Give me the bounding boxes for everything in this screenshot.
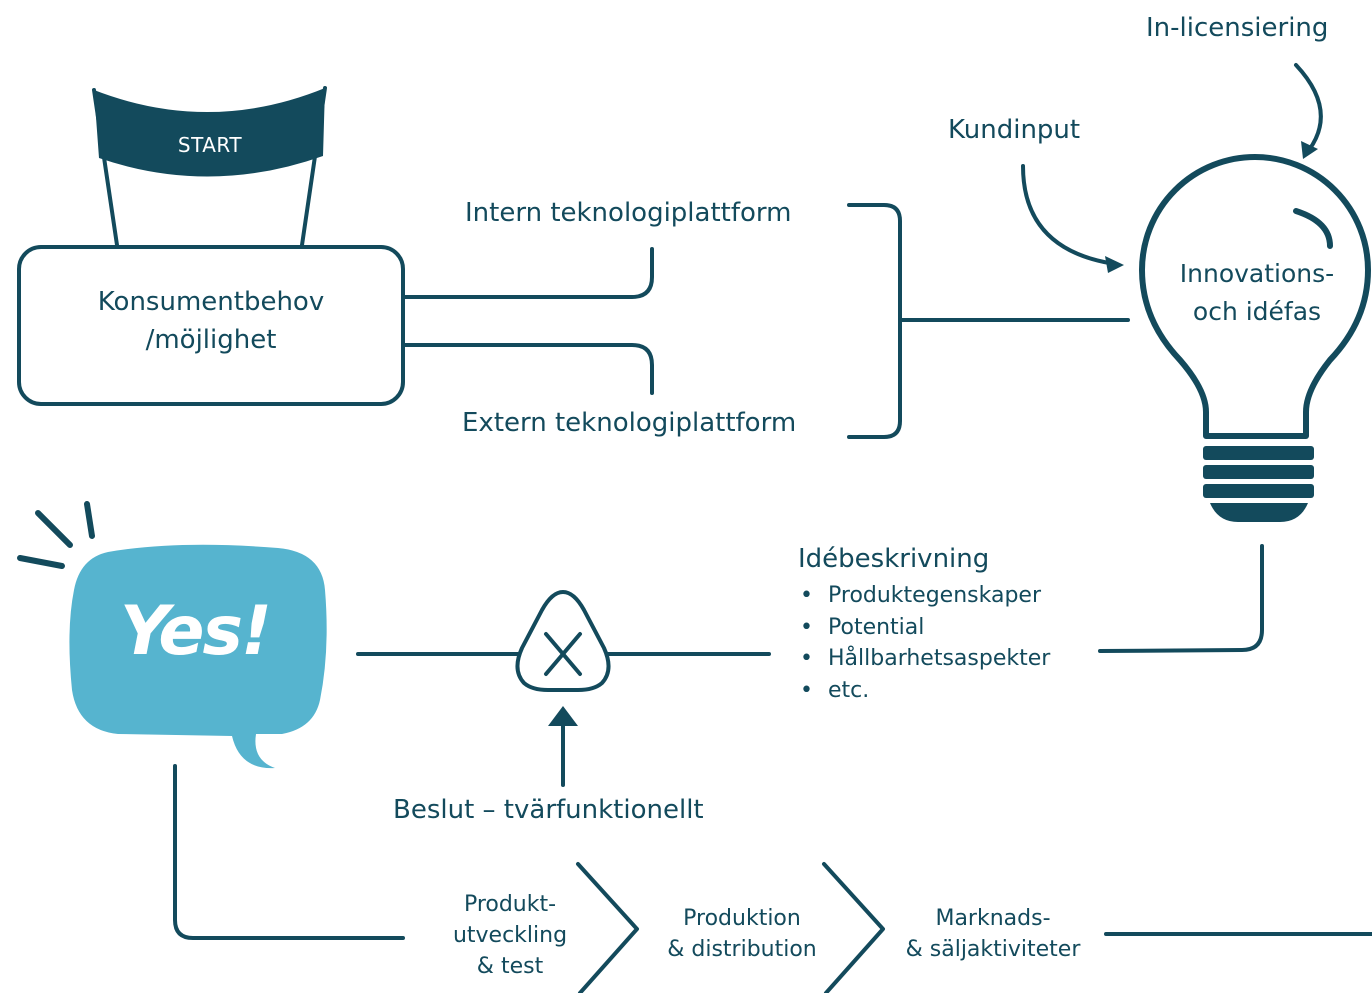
banner-icon bbox=[94, 88, 325, 177]
stage-line: & säljaktiviteter bbox=[905, 937, 1081, 962]
idea-item: etc. bbox=[800, 675, 1050, 707]
licensing-arrow bbox=[1294, 63, 1323, 152]
stage-line: Produktion bbox=[683, 906, 801, 931]
stage-line: & test bbox=[476, 954, 544, 979]
yes-label: Yes! bbox=[119, 592, 272, 671]
lightbulb-icon bbox=[1139, 154, 1371, 522]
branch-internal bbox=[401, 247, 654, 299]
idea-item: Produktegenskaper bbox=[800, 580, 1050, 612]
decision-gate-icon bbox=[515, 590, 611, 692]
internal-platform-label: Intern teknologiplattform bbox=[465, 198, 792, 228]
licensing-arrowhead bbox=[1301, 141, 1318, 159]
speech-bubble-icon bbox=[69, 544, 327, 769]
stage-production: Produktion & distribution bbox=[652, 903, 832, 965]
stage-line: utveckling bbox=[452, 923, 568, 948]
idea-title: Idébeskrivning bbox=[798, 544, 990, 574]
start-box-line1: Konsumentbehov bbox=[97, 287, 325, 317]
start-label: START bbox=[177, 133, 243, 157]
customer-input-label: Kundinput bbox=[948, 115, 1081, 145]
idea-item: Hållbarhetsaspekter bbox=[800, 643, 1050, 675]
stage-line: Marknads- bbox=[935, 906, 1051, 931]
stage-marketing: Marknads- & säljaktiviteter bbox=[893, 903, 1093, 965]
idea-item: Potential bbox=[800, 612, 1050, 644]
stage-line: & distribution bbox=[667, 937, 817, 962]
stage-chevron-1 bbox=[576, 862, 639, 993]
bulb-label-line1: Innovations- bbox=[1179, 259, 1335, 288]
platform-bracket bbox=[847, 203, 902, 439]
stage-line: Produkt- bbox=[463, 892, 557, 917]
customer-arrowhead bbox=[1105, 256, 1124, 273]
yes-to-stages-line bbox=[173, 764, 405, 940]
bulb-label: Innovations- och idéfas bbox=[1150, 255, 1364, 331]
decision-label: Beslut – tvärfunktionellt bbox=[393, 795, 704, 825]
external-platform-label: Extern teknologiplattform bbox=[462, 408, 797, 438]
decision-arrowhead bbox=[548, 706, 578, 726]
customer-input-arrow bbox=[1021, 164, 1117, 266]
bulb-to-idea-line bbox=[1098, 544, 1264, 653]
burst-lines bbox=[17, 501, 95, 569]
bulb-label-line2: och idéfas bbox=[1192, 297, 1322, 326]
idea-list: Produktegenskaper Potential Hållbarhetsa… bbox=[800, 580, 1050, 706]
start-box-line2: /möjlighet bbox=[145, 325, 277, 355]
stage-chevron-2 bbox=[822, 862, 885, 993]
stage-product-development: Produkt- utveckling & test bbox=[425, 889, 595, 982]
start-box-label: Konsumentbehov /möjlighet bbox=[20, 283, 402, 359]
licensing-label: In-licensiering bbox=[1146, 13, 1329, 43]
start-box bbox=[17, 245, 405, 406]
branch-external bbox=[401, 343, 654, 395]
